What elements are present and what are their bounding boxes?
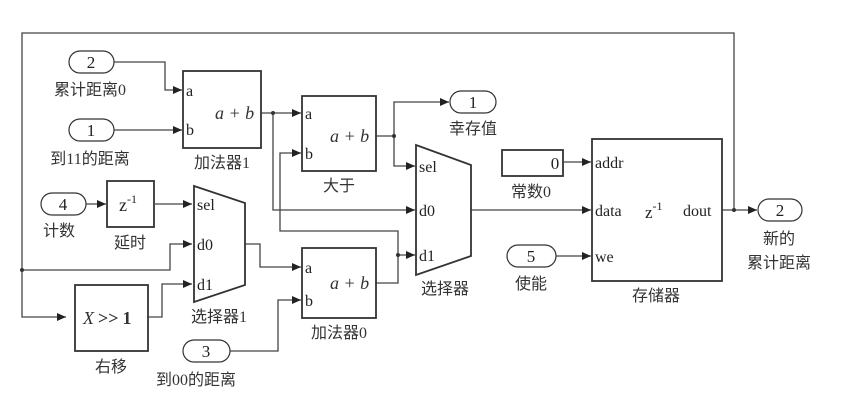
wire-shift-mux1-d1 (148, 280, 192, 318)
inport-label: 到00的距离 (156, 371, 236, 389)
port-d0: d0 (197, 237, 213, 254)
inport-label: 计数 (43, 222, 75, 240)
outport-number: 2 (776, 201, 785, 220)
port-d0: d0 (419, 203, 435, 220)
junction (20, 268, 24, 272)
junction (396, 253, 400, 257)
inport-label: 到11的距离 (50, 150, 129, 168)
port-a: a (305, 260, 312, 277)
port-addr: addr (595, 155, 624, 172)
port-a: a (186, 83, 193, 100)
wire-adder1-mux-d0 (272, 113, 415, 214)
delay-block[interactable]: z-1 延时 (106, 180, 155, 252)
block-label: 选择器 (421, 280, 469, 298)
wire-adder0-out (376, 251, 415, 284)
greater-block[interactable]: a b a + b 大于 (301, 95, 377, 195)
inport-number: 3 (202, 342, 211, 361)
block-expression: X>>1 (82, 308, 132, 328)
wire-feedback-to-shift (21, 270, 66, 321)
constant0-block[interactable]: 0 常数0 (501, 149, 564, 201)
selector-block[interactable]: sel d0 d1 选择器 (415, 143, 472, 298)
junction (732, 208, 736, 212)
wire-greater-mux-sel (393, 136, 415, 170)
block-label: 常数0 (511, 183, 551, 201)
inport-2[interactable]: 2 累计距离0 (54, 50, 126, 99)
outport-label-line2: 累计距离 (747, 254, 811, 272)
port-we: we (595, 249, 614, 266)
junction (392, 134, 396, 138)
inport-3[interactable]: 3 到00的距离 (156, 339, 236, 389)
block-label: 选择器1 (191, 308, 247, 326)
block-label: 大于 (323, 177, 355, 195)
block-label: 延时 (114, 234, 146, 252)
block-label: 加法器1 (194, 154, 250, 172)
wires (20, 32, 757, 352)
wire-adder0-greater-b (279, 149, 399, 255)
outport-2[interactable]: 2 新的 累计距离 (747, 198, 811, 272)
port-data: data (595, 203, 622, 220)
outport-label-line1: 新的 (763, 230, 795, 248)
inport-1[interactable]: 1 到11的距离 (50, 118, 130, 168)
inport-5[interactable]: 5 使能 (506, 244, 557, 293)
port-b: b (305, 146, 313, 163)
wire-feedback-to-mux1-d0 (22, 240, 192, 271)
block-label: 存储器 (632, 287, 680, 305)
port-b: b (186, 122, 194, 139)
port-sel: sel (419, 159, 437, 176)
selector1-block[interactable]: sel d0 d1 选择器1 (191, 184, 247, 326)
wire-greater-out1 (376, 98, 449, 137)
outport-number: 1 (469, 93, 478, 112)
wire-feedback-top (21, 32, 735, 270)
outport-label: 幸存值 (449, 120, 497, 138)
inport-number: 2 (87, 53, 96, 72)
memory-block[interactable]: addr data we dout z-1 存储器 (591, 138, 723, 305)
wire-in2-adder1a (114, 61, 182, 94)
block-expression: a + b (330, 126, 369, 146)
block-expression: a + b (330, 273, 369, 293)
constant-value: 0 (551, 154, 560, 173)
port-d1: d1 (197, 277, 213, 294)
wire-mux1-adder0a (245, 243, 301, 271)
junction (271, 111, 275, 115)
adder0-block[interactable]: a b a + b 加法器0 (301, 247, 377, 342)
inport-label: 使能 (515, 275, 547, 293)
inport-label: 累计距离0 (54, 81, 126, 99)
block-expression: a + b (215, 103, 254, 123)
inport-number: 4 (59, 195, 68, 214)
block-label: 右移 (95, 358, 127, 376)
adder1-block[interactable]: a b a + b 加法器1 (182, 70, 262, 172)
block-expression: z-1 (119, 192, 137, 215)
outport-1[interactable]: 1 幸存值 (449, 90, 497, 138)
inport-4[interactable]: 4 计数 (40, 192, 87, 240)
port-dout: dout (683, 203, 712, 220)
block-label: 加法器0 (311, 324, 367, 342)
block-expression: z-1 (645, 199, 663, 222)
port-a: a (305, 106, 312, 123)
port-sel: sel (197, 197, 215, 214)
inport-number: 5 (527, 247, 536, 266)
port-d1: d1 (419, 248, 435, 265)
shift-block[interactable]: X>>1 右移 (74, 284, 149, 376)
inport-number: 1 (87, 121, 96, 140)
port-b: b (305, 293, 313, 310)
wire-in3-adder0b (230, 296, 301, 352)
